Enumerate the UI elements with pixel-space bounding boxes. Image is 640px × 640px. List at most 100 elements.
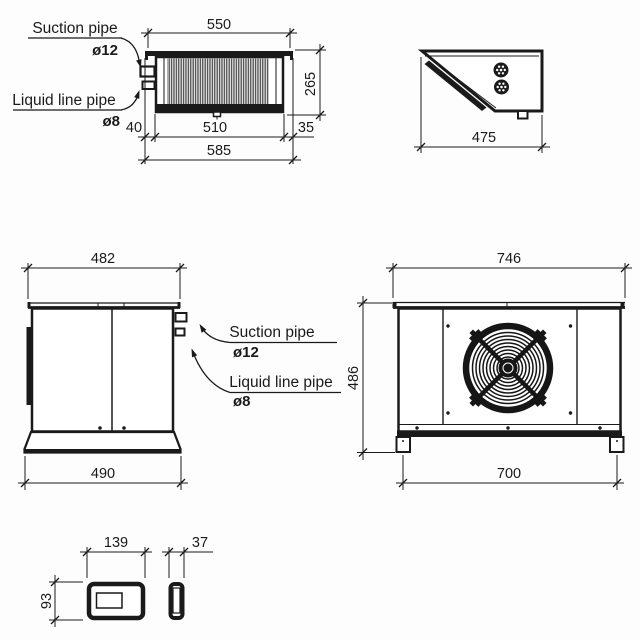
tick-marks (82, 547, 150, 557)
screw (122, 426, 126, 430)
dim-top-width-value: 550 (207, 17, 231, 33)
dimension-lines (138, 58, 314, 164)
cabinet-body (30, 307, 175, 433)
bottom-panel (155, 104, 284, 112)
dim-base-width-value: 490 (91, 466, 115, 482)
tick-marks (358, 298, 368, 457)
controller-side-slot (172, 587, 181, 614)
dimension-lines (80, 547, 152, 578)
liquid-line-pipe-label: Liquid line pipe (12, 92, 115, 109)
back-view: 746 486 700 (346, 251, 632, 490)
tick-marks (398, 478, 622, 488)
screw (415, 426, 419, 430)
liquid-pipe-stub (174, 327, 186, 337)
dimension-lines (386, 263, 632, 298)
dim-475: 475 (414, 57, 550, 153)
tick-marks (388, 263, 630, 273)
leader-line (203, 330, 231, 344)
fan-grille-icon (462, 322, 554, 414)
dim-40-510-35: 40 510 35 (126, 58, 314, 164)
liquid-diameter-label: ø8 (233, 393, 251, 410)
screw (446, 411, 450, 415)
leader-line (193, 355, 231, 394)
dim-top-width-value: 482 (91, 251, 115, 267)
grommet-top (493, 62, 509, 78)
tick-marks (140, 155, 298, 165)
panel-seams (442, 309, 578, 424)
liquid-line-pipe-label: Liquid line pipe (229, 374, 332, 391)
hinge-strip (26, 327, 31, 405)
fan-hub (498, 358, 518, 378)
suction-pipe-label: Suction pipe (229, 324, 314, 341)
coil-slab (424, 60, 487, 111)
foot-left (395, 436, 411, 453)
liquid-diameter-label: ø8 (102, 113, 120, 130)
arrowhead (199, 324, 207, 333)
leader-line (120, 97, 138, 111)
dimension-lines (357, 296, 395, 460)
top-view-unit (139, 51, 293, 120)
dim-width-value: 139 (104, 535, 128, 551)
bottom-rail (397, 430, 622, 437)
dim-left-offset-value: 40 (126, 120, 142, 136)
dim-height-value: 486 (346, 366, 362, 390)
front-view: Suction pipe ø12 Liquid line pipe ø8 482… (18, 251, 341, 490)
screw (446, 324, 450, 328)
top-view-callouts: Suction pipe ø12 Liquid line pipe ø8 (12, 20, 142, 130)
dim-side-width-value: 37 (192, 535, 208, 551)
drain-foot (517, 110, 529, 120)
dim-93: 93 (39, 575, 83, 627)
dimension-lines (18, 456, 188, 490)
grommet-bottom (494, 79, 509, 95)
side-profile (417, 49, 544, 113)
dim-depth-value: 475 (472, 130, 496, 146)
controller-display (95, 592, 123, 609)
tick-marks (416, 142, 547, 152)
controller-views: 139 37 93 (39, 535, 213, 627)
dim-inner-width-value: 510 (203, 120, 227, 136)
front-view-callouts: Suction pipe ø12 Liquid line pipe ø8 (191, 324, 341, 410)
dim-486: 486 (346, 296, 395, 460)
tick-marks (23, 263, 185, 273)
front-view-unit (23, 302, 188, 454)
tick-marks (315, 45, 325, 120)
dim-right-offset-value: 35 (298, 120, 314, 136)
dim-height-value: 93 (39, 593, 55, 609)
dim-746: 746 (386, 251, 632, 298)
top-view: Suction pipe ø12 Liquid line pipe ø8 550… (12, 17, 326, 165)
dimension-lines (141, 28, 297, 48)
screw (506, 426, 510, 430)
leader-line (120, 37, 140, 61)
suction-pipe-stub (139, 65, 156, 78)
dim-37: 37 (162, 535, 213, 578)
coil-fins (167, 58, 269, 104)
tick-marks (20, 478, 186, 488)
dimension-lines (396, 455, 624, 490)
tick-marks (164, 547, 189, 557)
tick-marks (140, 132, 298, 142)
dim-490: 490 (18, 456, 188, 490)
suction-pipe-label: Suction pipe (32, 20, 117, 37)
drain-stub (212, 111, 222, 118)
dim-482: 482 (21, 251, 187, 299)
dim-top-width-value: 746 (497, 251, 521, 267)
arrowhead (136, 59, 142, 68)
screw (568, 411, 573, 415)
dim-depth-value: 265 (303, 72, 319, 96)
tick-marks (143, 28, 295, 38)
suction-pipe-stub (174, 312, 188, 323)
back-view-unit (392, 301, 625, 453)
screw (598, 426, 602, 430)
screw (98, 426, 102, 430)
tick-marks (50, 577, 60, 625)
dim-700: 700 (396, 455, 624, 490)
dim-139: 139 (80, 535, 152, 578)
suction-diameter-label: ø12 (92, 42, 118, 59)
dim-feet-span-value: 700 (497, 466, 521, 482)
side-view: 475 (414, 49, 550, 153)
dim-550: 550 (141, 17, 297, 48)
screw (568, 324, 573, 328)
suction-diameter-label: ø12 (233, 344, 259, 361)
